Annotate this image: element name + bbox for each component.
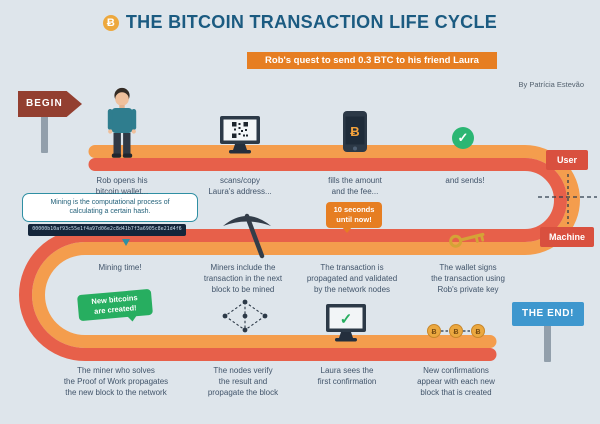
mining-callout: Mining is the computational process of c…	[22, 193, 198, 246]
step-caption: Miners include the transaction in the ne…	[203, 263, 283, 295]
svg-text:Ƀ: Ƀ	[453, 329, 458, 336]
step-caption: and sends!	[445, 176, 485, 185]
step-caption: The miner who solves the Proof of Work p…	[63, 366, 169, 398]
send-check-icon: ✓	[452, 127, 474, 149]
callout-pointer	[122, 239, 130, 246]
laura-computer-icon: ✓	[326, 304, 366, 342]
user-label: User	[546, 150, 588, 170]
step-caption: Mining time!	[98, 263, 142, 272]
rob-figure	[107, 87, 137, 158]
network-nodes-icon	[222, 299, 268, 333]
hash-value: 00000b10af93c55e1f4a97d06e2c8d41b7f3a690…	[28, 223, 186, 236]
user-machine-divider	[538, 174, 597, 224]
step-caption: The nodes verify the result and propagat…	[207, 366, 279, 398]
title-text: THE BITCOIN TRANSACTION LIFE CYCLE	[125, 12, 498, 32]
end-sign-post	[544, 325, 551, 362]
mining-note: Mining is the computational process of c…	[22, 193, 198, 222]
confirmations-coins-icon: Ƀ Ƀ Ƀ	[427, 324, 485, 338]
svg-text:Ƀ: Ƀ	[431, 329, 436, 336]
page-title: Ƀ THE BITCOIN TRANSACTION LIFE CYCLE	[0, 12, 600, 33]
subtitle-banner: Rob's quest to send 0.3 BTC to his frien…	[247, 52, 497, 69]
key-icon	[449, 232, 485, 248]
begin-sign-post	[41, 116, 48, 153]
step-caption: New confirmations appear with each new b…	[417, 366, 495, 398]
bitcoin-logo-icon: Ƀ	[102, 14, 119, 31]
ten-seconds-badge: 10 seconds until now!	[326, 202, 382, 233]
step-caption: scans/copy Laura's address...	[208, 176, 272, 197]
step-caption: The transaction is propagated and valida…	[306, 263, 398, 295]
author-byline: By Patrícia Estevão	[518, 80, 584, 89]
pickaxe-icon	[223, 213, 271, 259]
end-sign: THE END!	[512, 302, 584, 326]
computer-qr-icon	[220, 116, 260, 154]
svg-text:✓: ✓	[340, 311, 353, 328]
machine-label: Machine	[540, 227, 594, 247]
svg-text:Ƀ: Ƀ	[350, 124, 359, 139]
begin-sign: BEGIN	[18, 91, 82, 117]
svg-text:Ƀ: Ƀ	[475, 329, 480, 336]
step-caption: The wallet signs the transaction using R…	[431, 263, 505, 295]
step-caption: Rob opens his bitcoin wallet...	[95, 176, 149, 197]
step-caption: Laura sees the first confirmation	[317, 366, 377, 387]
step-caption: fills the amount and the fee...	[328, 176, 382, 197]
phone-bitcoin-icon: Ƀ	[343, 111, 367, 152]
